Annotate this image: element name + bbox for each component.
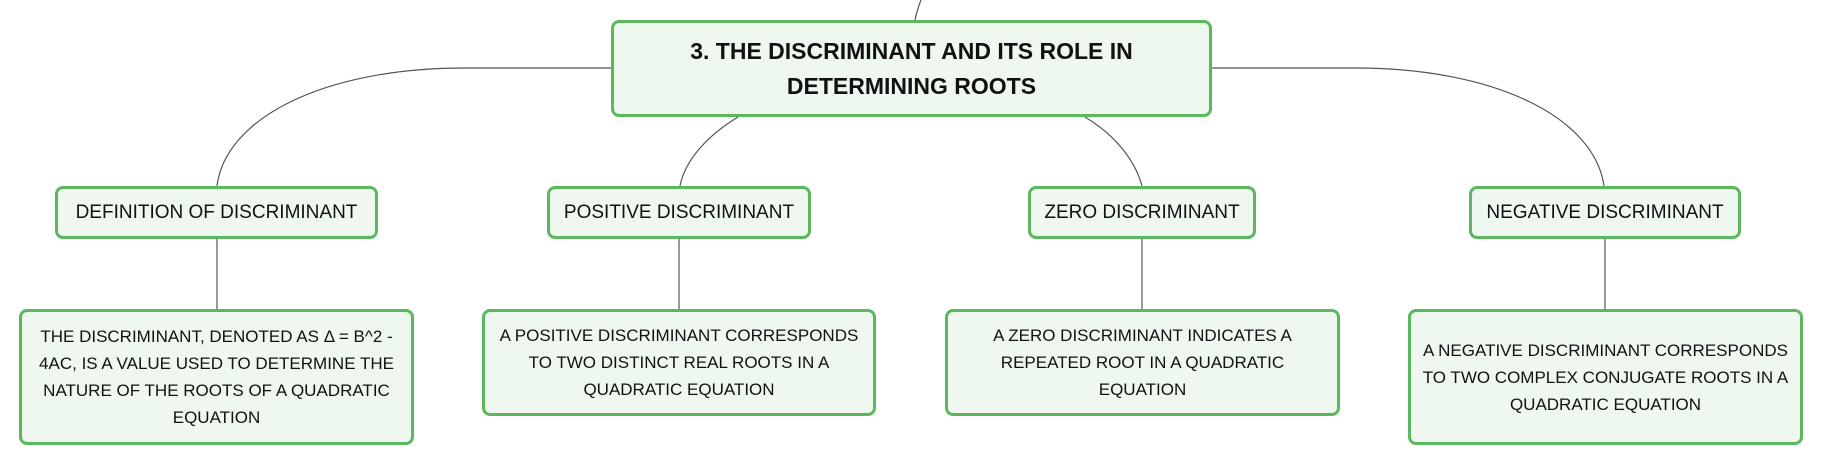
root-node[interactable]: 3. THE DISCRIMINANT AND ITS ROLE IN DETE… bbox=[611, 20, 1212, 117]
detail-node-zero[interactable]: A ZERO DISCRIMINANT INDICATES A REPEATED… bbox=[945, 309, 1340, 416]
detail-node-positive[interactable]: A POSITIVE DISCRIMINANT CORRESPONDS TO T… bbox=[482, 309, 876, 416]
topic-label-negative: NEGATIVE DISCRIMINANT bbox=[1486, 201, 1724, 223]
detail-text-definition: THE DISCRIMINANT, DENOTED AS Δ = B^2 - 4… bbox=[39, 327, 394, 427]
topic-node-zero[interactable]: ZERO DISCRIMINANT bbox=[1028, 186, 1256, 239]
topic-label-positive: POSITIVE DISCRIMINANT bbox=[563, 201, 795, 223]
parent-connector bbox=[914, 0, 922, 21]
topic-label-definition: DEFINITION OF DISCRIMINANT bbox=[75, 201, 358, 223]
detail-text-zero: A ZERO DISCRIMINANT INDICATES A REPEATED… bbox=[993, 326, 1292, 399]
detail-text-negative: A NEGATIVE DISCRIMINANT CORRESPONDS TO T… bbox=[1422, 340, 1789, 414]
connector-root-to-positive bbox=[679, 116, 739, 187]
connector-root-to-negative bbox=[1212, 67, 1605, 187]
topic-node-positive[interactable]: POSITIVE DISCRIMINANT bbox=[547, 186, 811, 239]
detail-node-definition[interactable]: THE DISCRIMINANT, DENOTED AS Δ = B^2 - 4… bbox=[19, 309, 414, 445]
detail-text-positive: A POSITIVE DISCRIMINANT CORRESPONDS TO T… bbox=[499, 326, 859, 399]
topic-node-negative[interactable]: NEGATIVE DISCRIMINANT bbox=[1469, 186, 1741, 239]
detail-node-negative[interactable]: A NEGATIVE DISCRIMINANT CORRESPONDS TO T… bbox=[1408, 309, 1803, 445]
connector-root-to-zero bbox=[1084, 116, 1143, 187]
topic-label-zero: ZERO DISCRIMINANT bbox=[1044, 201, 1240, 223]
root-title: 3. THE DISCRIMINANT AND ITS ROLE IN DETE… bbox=[690, 37, 1133, 99]
topic-node-definition[interactable]: DEFINITION OF DISCRIMINANT bbox=[55, 186, 378, 239]
connector-root-to-definition bbox=[216, 67, 611, 187]
